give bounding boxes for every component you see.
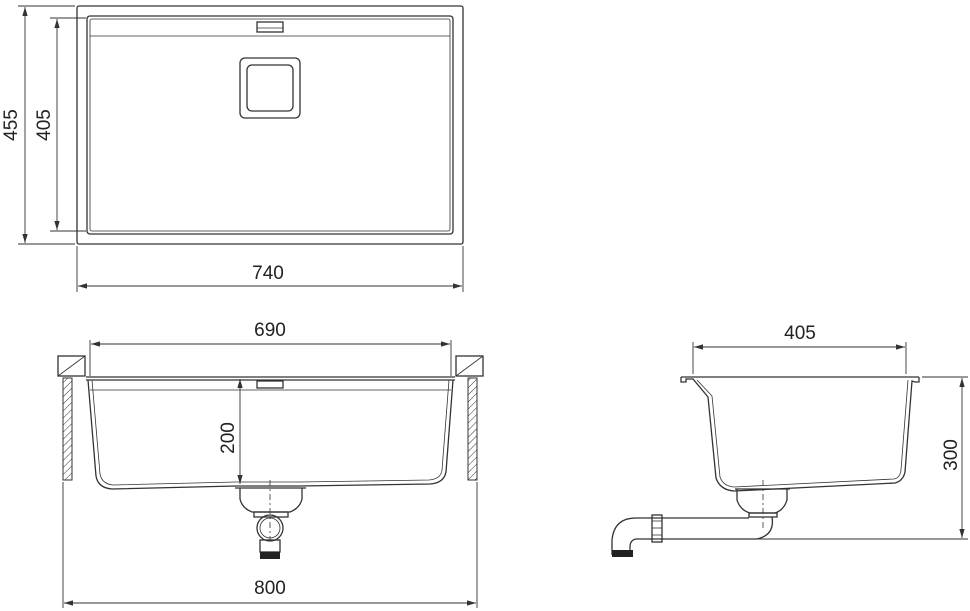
bowl-side-profile	[680, 377, 920, 492]
drain-basket-side	[735, 488, 790, 514]
dimension-label-740: 740	[252, 263, 284, 284]
overflow-slot	[256, 21, 284, 33]
dimension-label-800: 800	[254, 578, 286, 599]
dimension-label-200: 200	[218, 422, 239, 454]
dimension-label-405-side: 405	[784, 323, 816, 344]
countertop-right	[455, 355, 484, 377]
bowl-outline	[86, 15, 454, 235]
drain-basket	[235, 487, 306, 513]
top-view: 455 405 740	[1, 5, 464, 292]
drain-square	[239, 57, 301, 119]
pipe-nut	[651, 514, 663, 543]
waste-pipe	[611, 516, 774, 555]
sink-outer-outline	[76, 5, 464, 245]
front-view: 690 200 800	[57, 320, 484, 608]
pipe-end	[612, 550, 633, 557]
countertop-left	[57, 355, 86, 377]
bowl-profile	[87, 379, 454, 490]
dimension-label-455: 455	[1, 109, 22, 141]
side-view: 405 300	[611, 323, 968, 557]
overflow-slot-front	[256, 380, 284, 389]
drain-trap	[256, 514, 284, 542]
drain-pipe-end	[260, 552, 280, 559]
dimension-label-300: 300	[941, 439, 962, 471]
cabinet-wall-left	[62, 377, 73, 481]
dimension-label-405: 405	[34, 109, 55, 141]
dimension-label-690: 690	[254, 320, 286, 341]
cabinet-wall-right	[467, 377, 478, 481]
